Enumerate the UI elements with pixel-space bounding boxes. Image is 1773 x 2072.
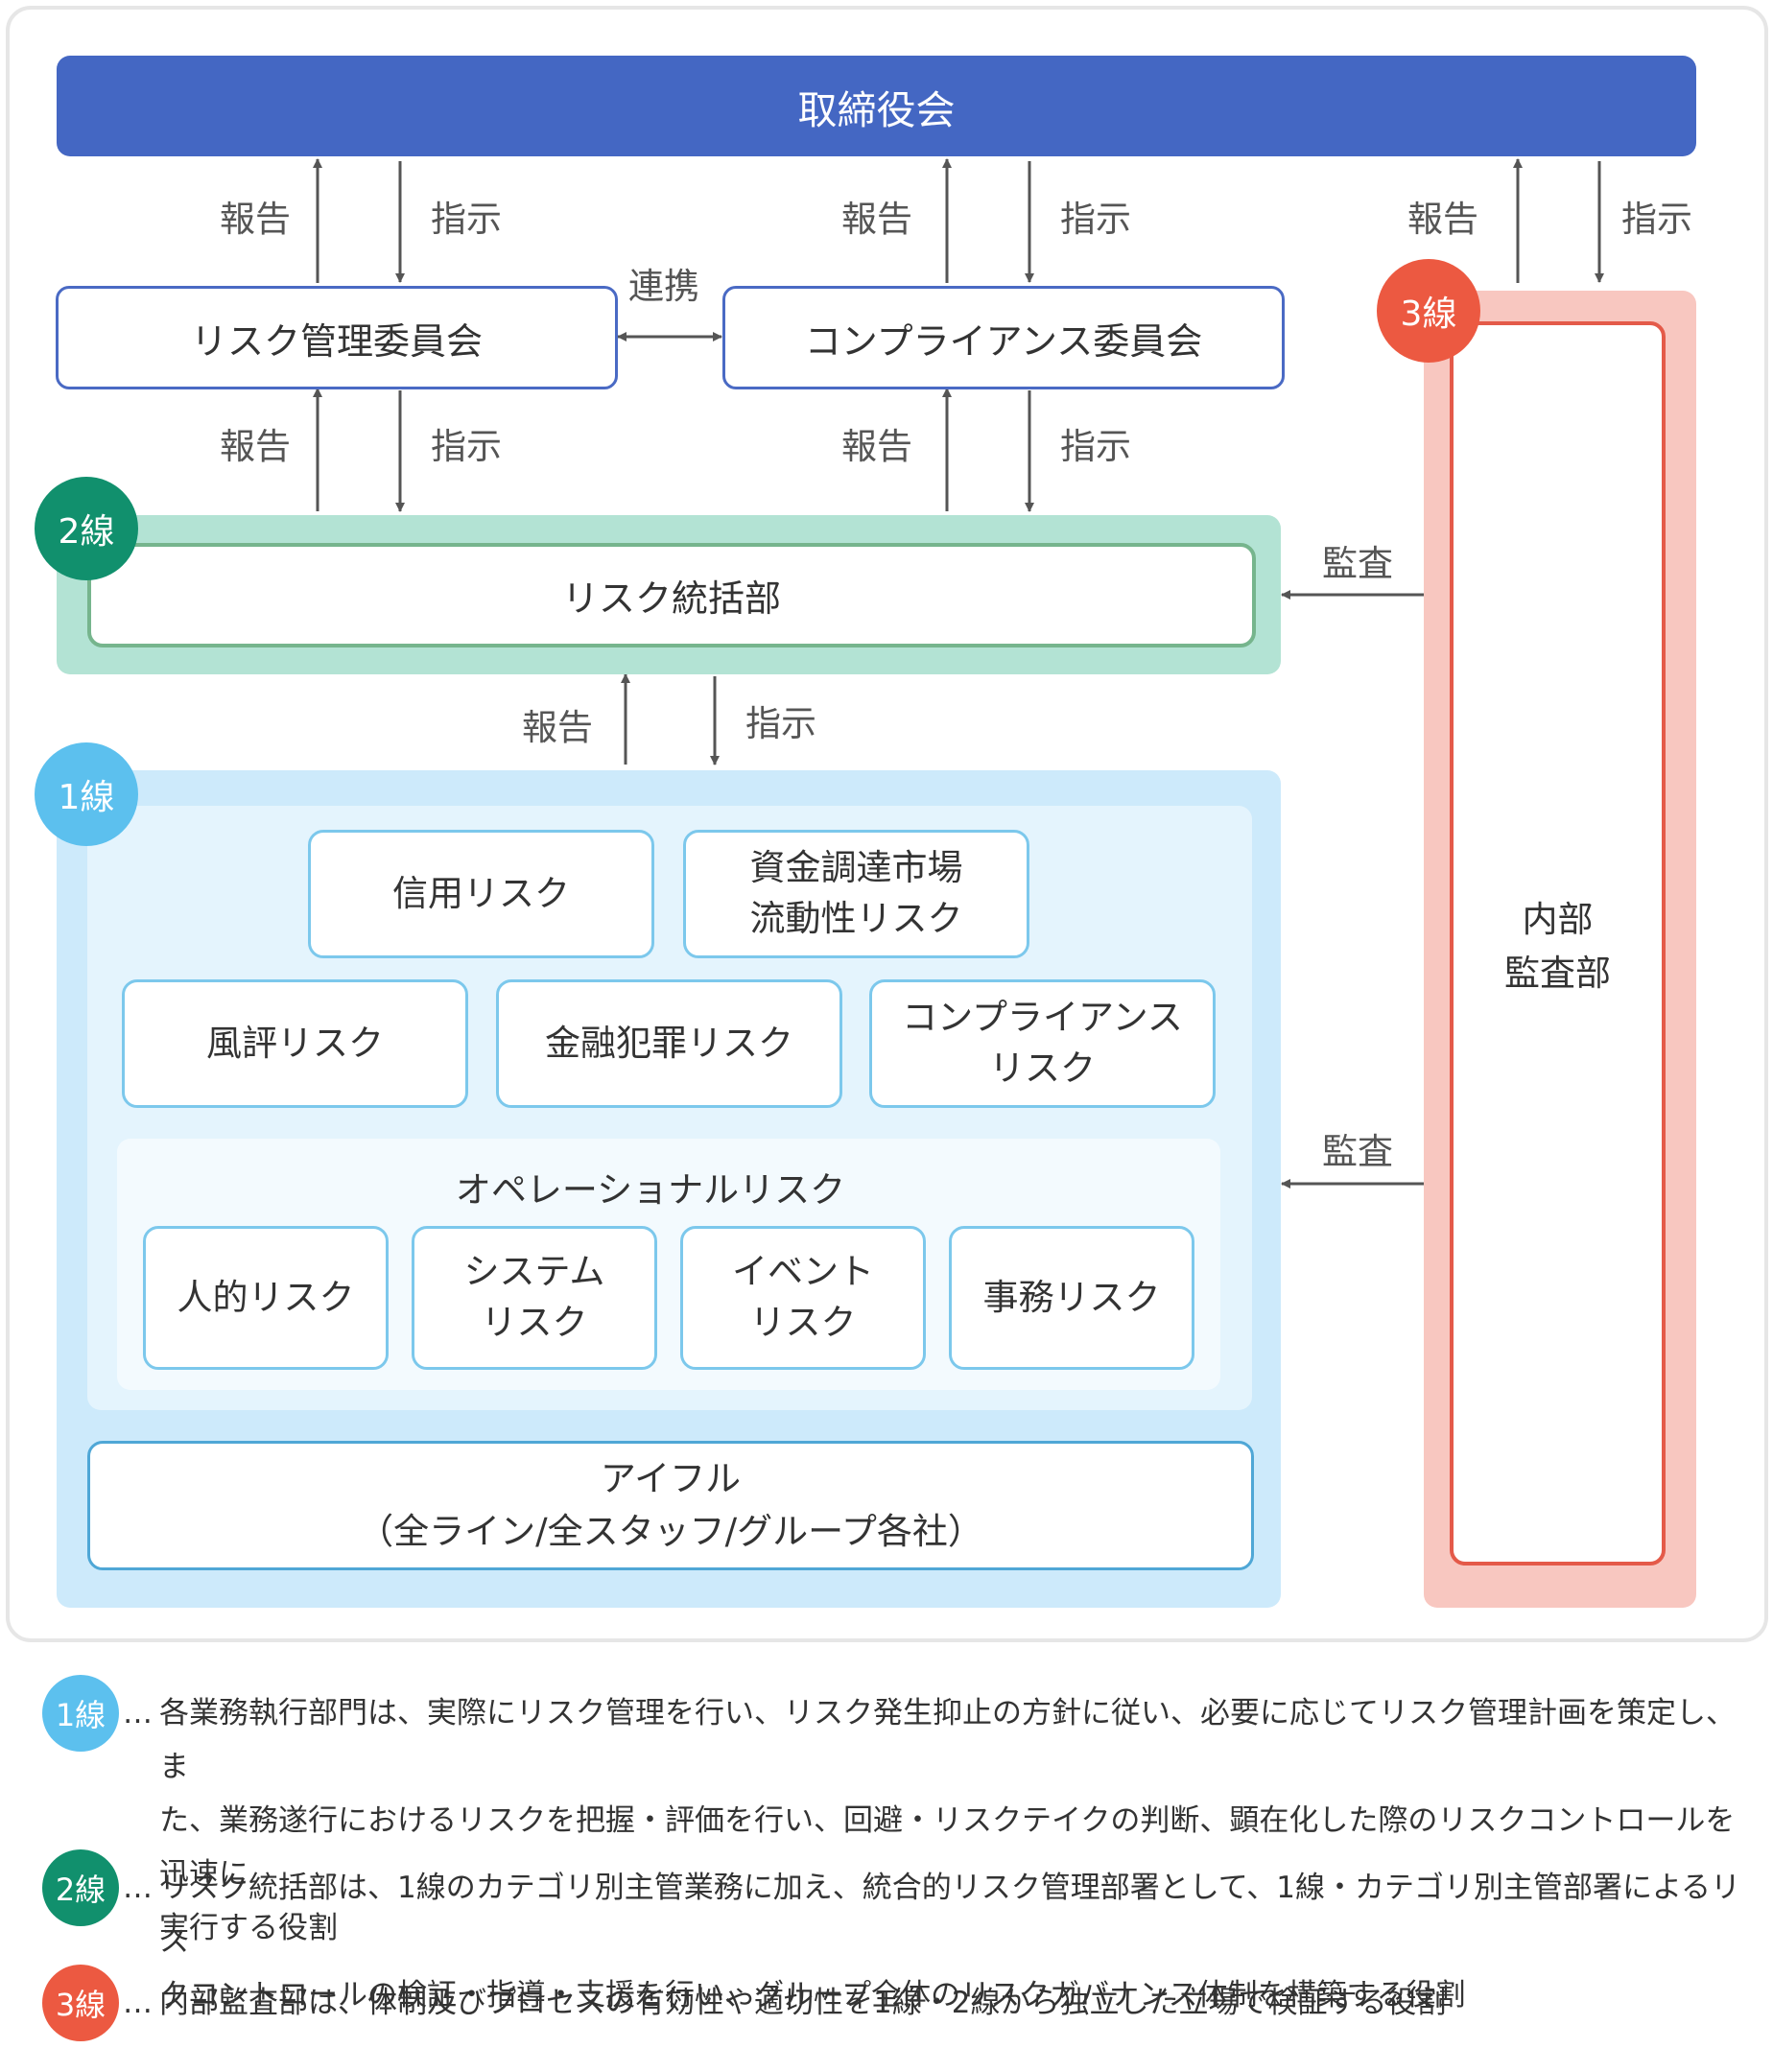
funding-liquidity-risk-box: 資金調達市場 流動性リスク: [683, 830, 1029, 958]
note-line1-text: 各業務執行部門は、実際にリスク管理を行い、リスク発生抑止の方針に従い、必要に応じ…: [159, 1686, 1752, 1955]
note-line3-ellipsis: …: [123, 1986, 153, 2020]
credit-risk-label: 信用リスク: [392, 872, 570, 914]
label-collab: 連携: [628, 266, 699, 307]
note-line3-text-1: 内部監査部は、体制及びプロセスの有効性や適切性を1線・2線から独立した立場で検証…: [159, 1986, 1447, 2020]
label-instruct: 指示: [1621, 199, 1692, 240]
financial-crime-risk-label: 金融犯罪リスク: [545, 1022, 793, 1064]
note-line1-text-1: 各業務執行部門は、実際にリスク管理を行い、リスク発生抑止の方針に従い、必要に応じ…: [159, 1696, 1736, 1784]
compliance-risk-label-line1: コンプライアンス: [902, 997, 1183, 1039]
note-line2-text: リスク統括部は、1線のカテゴリ別主管業務に加え、統合的リスク管理部署として、1線…: [159, 1861, 1752, 2022]
label-instruct: 指示: [431, 426, 502, 467]
label-instruct: 指示: [431, 199, 502, 240]
label-instruct: 指示: [745, 703, 816, 744]
compliance-risk-box: コンプライアンス リスク: [869, 979, 1216, 1108]
note-line1-ellipsis: …: [123, 1696, 153, 1731]
funding-risk-label-line1: 資金調達市場: [749, 847, 963, 889]
note-line2-text-1: リスク統括部は、1線のカテゴリ別主管業務に加え、統合的リスク管理部署として、1線…: [159, 1871, 1741, 1959]
label-audit: 監査: [1322, 543, 1393, 584]
compliance-committee: コンプライアンス委員会: [722, 286, 1285, 389]
operational-risk-title: オペレーショナルリスク: [455, 1169, 846, 1211]
note-line1-badge: 1線: [42, 1675, 119, 1752]
aiful-label-line1: アイフル: [600, 1457, 742, 1499]
note-line3-text: 内部監査部は、体制及びプロセスの有効性や適切性を1線・2線から独立した立場で検証…: [159, 1976, 1752, 2030]
note-line2-text-2: クコントロールの検証・指導・支援を行い、グループ全体のリスクガバナンス体制を構築…: [159, 1978, 1466, 2013]
risk-control-department: リスク統括部: [87, 543, 1256, 648]
diagram-frame: [6, 6, 1768, 1642]
line3-badge: 3線: [1377, 259, 1480, 363]
reputation-risk-label: 風評リスク: [206, 1022, 384, 1064]
note-line1-text-3: 実行する役割: [159, 1911, 338, 1945]
event-risk-label-line1: イベント: [732, 1251, 874, 1293]
label-audit: 監査: [1322, 1131, 1393, 1172]
compliance-risk-label-line2: リスク: [989, 1048, 1096, 1089]
funding-risk-label-line2: 流動性リスク: [749, 898, 963, 939]
aiful-all-lines-box: アイフル （全ライン/全スタッフ/グループ各社）: [87, 1441, 1254, 1570]
administrative-risk-label: 事務リスク: [982, 1276, 1161, 1318]
credit-risk-box: 信用リスク: [308, 830, 654, 958]
system-risk-label-line1: システム: [463, 1251, 605, 1293]
label-report: 報告: [220, 426, 291, 467]
note-line2-ellipsis: …: [123, 1871, 153, 1905]
financial-crime-risk-box: 金融犯罪リスク: [496, 979, 842, 1108]
note-line1-text-2: た、業務遂行におけるリスクを把握・評価を行い、回避・リスクテイクの判断、顕在化し…: [159, 1803, 1736, 1892]
label-report: 報告: [841, 199, 912, 240]
internal-audit-label-line2: 監査部: [1504, 952, 1611, 994]
label-report: 報告: [841, 426, 912, 467]
line2-badge: 2線: [35, 477, 138, 580]
internal-audit-department: 内部 監査部: [1450, 321, 1666, 1566]
human-risk-box: 人的リスク: [143, 1226, 389, 1370]
event-risk-label-line2: リスク: [749, 1302, 857, 1343]
flow-arrows: [313, 158, 1604, 1189]
note-line3-badge: 3線: [42, 1965, 119, 2041]
event-risk-box: イベント リスク: [680, 1226, 926, 1370]
risk-management-committee: リスク管理委員会: [56, 286, 618, 389]
line1-badge: 1線: [35, 742, 138, 846]
label-report: 報告: [1407, 199, 1478, 240]
system-risk-label-line2: リスク: [481, 1302, 588, 1343]
administrative-risk-box: 事務リスク: [949, 1226, 1194, 1370]
human-risk-label: 人的リスク: [177, 1276, 355, 1318]
label-report: 報告: [522, 707, 593, 748]
label-instruct: 指示: [1060, 426, 1131, 467]
note-line2-badge: 2線: [42, 1849, 119, 1926]
label-report: 報告: [220, 199, 291, 240]
label-instruct: 指示: [1060, 199, 1131, 240]
board-of-directors: 取締役会: [57, 56, 1696, 156]
system-risk-box: システム リスク: [412, 1226, 657, 1370]
reputation-risk-box: 風評リスク: [122, 979, 468, 1108]
internal-audit-label-line1: 内部: [1522, 899, 1594, 940]
aiful-label-line2: （全ライン/全スタッフ/グループ各社）: [358, 1510, 983, 1552]
